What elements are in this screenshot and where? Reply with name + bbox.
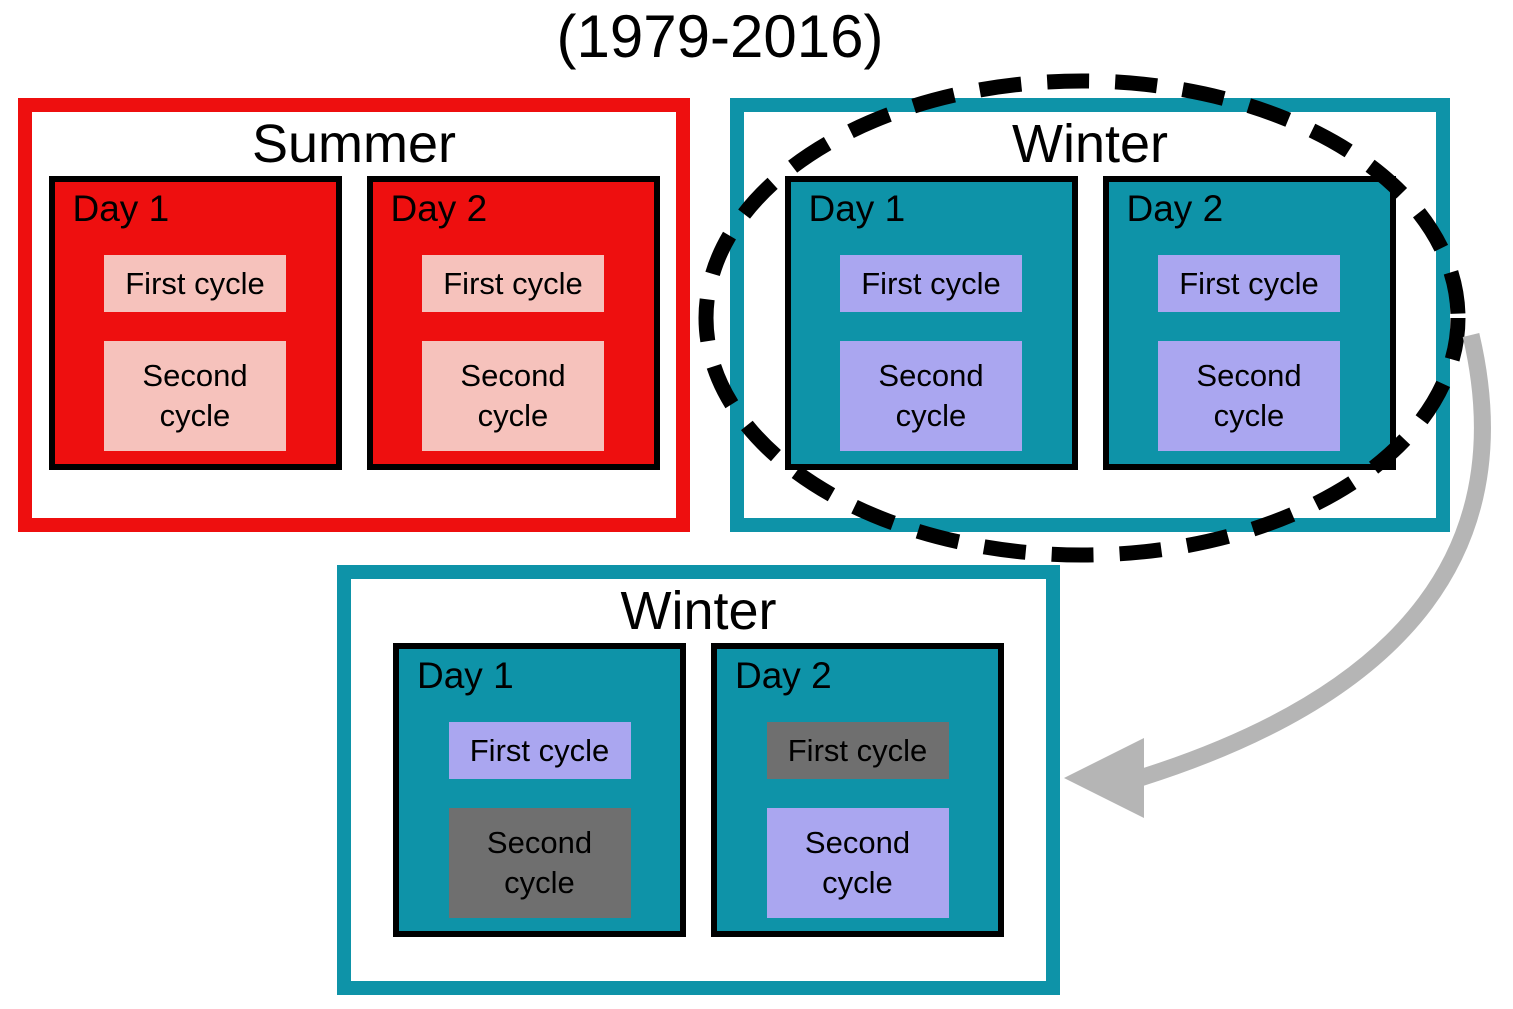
cycle-cell: Second cycle	[448, 808, 631, 918]
panel-title: Winter	[620, 581, 777, 641]
day-label: Day 2	[735, 655, 832, 696]
days-row: Day 1 First cycle Second cycle Day 2 Fir…	[744, 176, 1436, 470]
day-box: Day 2 First cycle Second cycle	[366, 176, 660, 470]
diagram-title: (1979-2016)	[556, 3, 884, 70]
day-box: Day 2 First cycle Second cycle	[1102, 176, 1396, 470]
day-label: Day 1	[417, 655, 514, 696]
cycle-cell: Second cycle	[104, 341, 286, 451]
cycle-cell: First cycle	[104, 255, 286, 312]
cycle-cell: First cycle	[422, 255, 604, 312]
panel-title: Summer	[251, 114, 457, 174]
day-box: Day 1 First cycle Second cycle	[393, 643, 686, 937]
cycle-cell: Second cycle	[422, 341, 604, 451]
day-label: Day 2	[1126, 188, 1224, 229]
days-row: Day 1 First cycle Second cycle Day 2 Fir…	[32, 176, 676, 470]
cycle-cell: First cycle	[1158, 255, 1340, 312]
day-box: Day 1 First cycle Second cycle	[784, 176, 1078, 470]
cycle-cell: First cycle	[766, 722, 949, 779]
cycle-cell: Second cycle	[840, 341, 1022, 451]
curved-arrow-head-icon	[1064, 738, 1144, 818]
day-box: Day 1 First cycle Second cycle	[48, 176, 342, 470]
day-box: Day 2 First cycle Second cycle	[711, 643, 1004, 937]
panel-title: Winter	[1011, 114, 1168, 174]
days-row: Day 1 First cycle Second cycle Day 2 Fir…	[351, 643, 1046, 937]
day-label: Day 1	[72, 188, 170, 229]
winter-bottom-panel: Winter Day 1 First cycle Second cycle Da…	[337, 565, 1060, 995]
day-label: Day 2	[390, 188, 488, 229]
summer-panel: Summer Day 1 First cycle Second cycle Da…	[18, 98, 690, 532]
day-label: Day 1	[808, 188, 906, 229]
cycle-cell: Second cycle	[1158, 341, 1340, 451]
winter-top-panel: Winter Day 1 First cycle Second cycle Da…	[730, 98, 1450, 532]
cycle-cell: Second cycle	[766, 808, 949, 918]
cycle-cell: First cycle	[448, 722, 631, 779]
cycle-cell: First cycle	[840, 255, 1022, 312]
